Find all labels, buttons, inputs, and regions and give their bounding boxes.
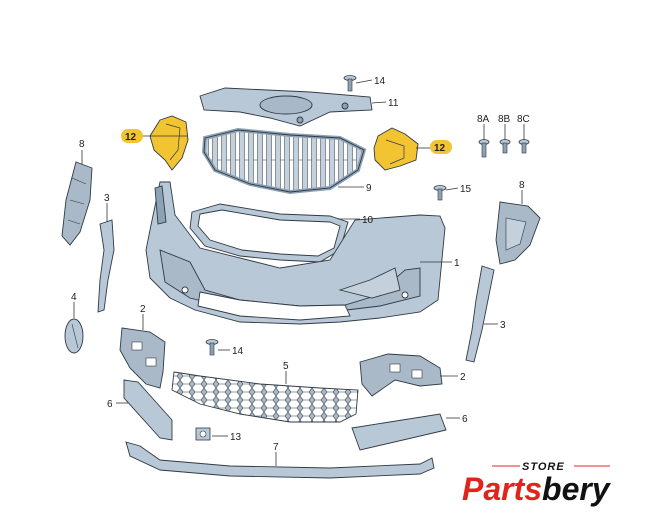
part-lower-grille — [171, 371, 359, 423]
part-bumper-cover — [145, 181, 446, 325]
callout-9: 9 — [366, 183, 372, 194]
part-bracket-right — [373, 127, 419, 171]
callout-3-right: 3 — [500, 320, 506, 331]
callout-7: 7 — [273, 442, 279, 453]
callout-14-top: 14 — [374, 76, 386, 87]
fastener-14-top — [343, 75, 357, 92]
part-bracket-left — [149, 115, 189, 171]
callout-15: 15 — [460, 184, 472, 195]
logo-name-parts: Parts — [462, 471, 542, 507]
callout-12-left: 12 — [125, 132, 137, 143]
part-lower-trim-right — [351, 413, 447, 451]
part-side-strip-left — [97, 219, 115, 313]
logo-store-text: STORE — [522, 461, 565, 473]
fastener-8A — [478, 139, 490, 158]
callout-12-right-highlight — [430, 140, 452, 154]
part-side-guide-right — [495, 201, 541, 265]
callout-8-right: 8 — [519, 180, 525, 191]
callout-12-right: 12 — [434, 143, 446, 154]
callout-8A: 8A — [477, 114, 490, 125]
fastener-14-mid — [205, 339, 219, 356]
fastener-8B — [499, 139, 511, 154]
partsbery-logo: STORE Partsbery — [462, 461, 612, 507]
callout-6-left: 6 — [107, 399, 113, 410]
callout-8B: 8B — [498, 114, 511, 125]
part-side-guide-left — [61, 161, 93, 246]
callout-11: 11 — [388, 98, 399, 109]
callout-2-left: 2 — [140, 304, 146, 315]
part-grille — [201, 127, 367, 195]
part-lower-bracket-right — [359, 353, 443, 397]
part-grille-frame — [189, 203, 349, 263]
callout-1: 1 — [454, 258, 460, 269]
clip-13 — [195, 427, 211, 441]
callout-14-mid: 14 — [232, 346, 244, 357]
part-tow-cap — [64, 318, 84, 354]
callout-5: 5 — [283, 361, 289, 372]
part-side-strip-right — [465, 265, 495, 363]
callout-4: 4 — [71, 292, 77, 303]
part-lower-bracket-left — [119, 327, 166, 389]
callout-13: 13 — [230, 432, 242, 443]
callout-6-right: 6 — [462, 414, 468, 425]
callout-8C: 8C — [517, 114, 530, 125]
leader-lines — [73, 79, 525, 466]
logo-name-text: Partsbery — [462, 471, 612, 507]
callout-12-left-highlight — [121, 129, 143, 143]
part-lower-trim-left — [123, 379, 173, 441]
fastener-15 — [433, 185, 447, 201]
part-spoiler-lip — [125, 441, 435, 479]
callout-2-right: 2 — [460, 372, 466, 383]
callout-10: 10 — [362, 215, 374, 226]
logo-name-bery: bery — [542, 471, 612, 507]
callout-8-left: 8 — [79, 139, 85, 150]
part-upper-cover — [199, 87, 373, 127]
fastener-8C — [518, 139, 530, 154]
callout-3-left: 3 — [104, 193, 110, 204]
